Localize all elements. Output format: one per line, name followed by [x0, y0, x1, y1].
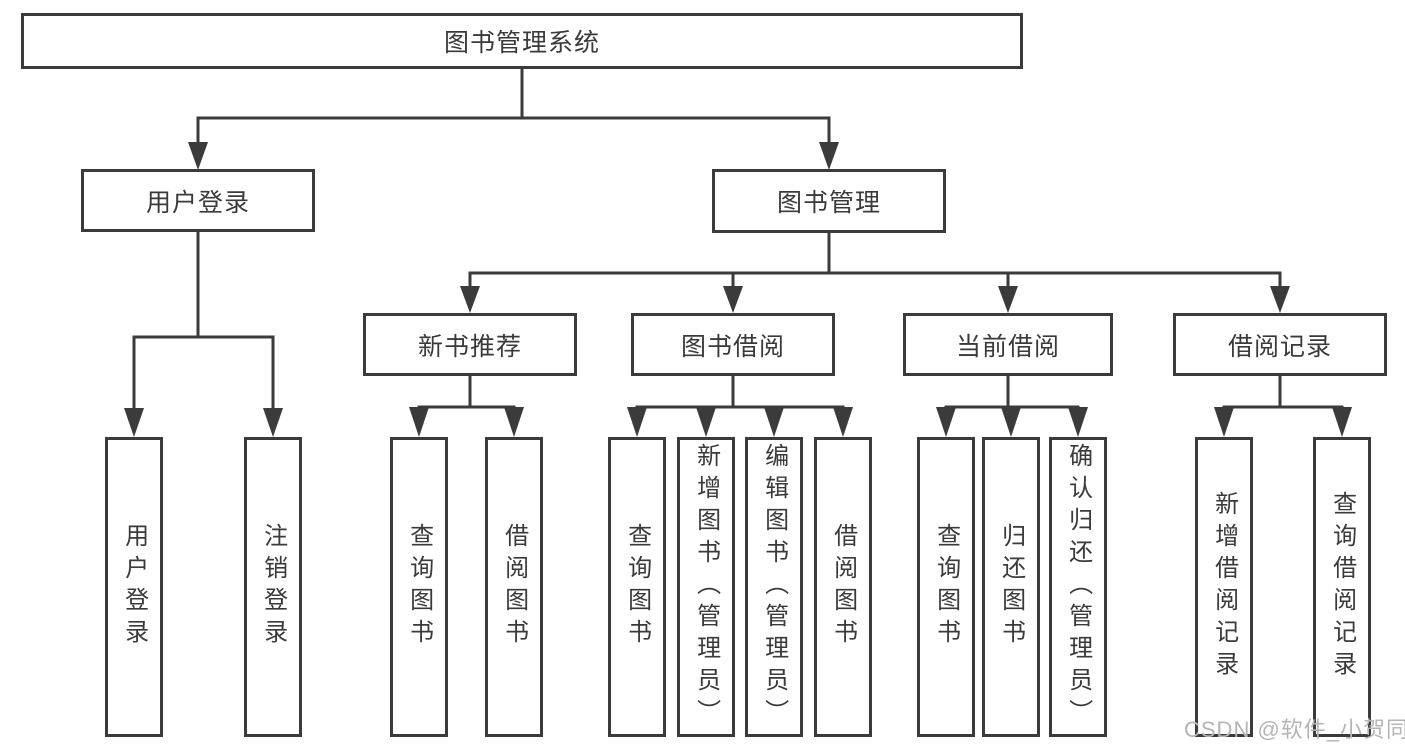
leaf-add-book-node: 新增图书（管理员）	[677, 437, 735, 737]
leaf-confirm-return-label: 确认归还（管理员）	[1064, 443, 1092, 731]
leaf-borrow-book-1-node: 借阅图书	[485, 437, 543, 737]
leaf-query-book-3-label: 查询图书	[932, 523, 960, 651]
book-borrow-label: 图书借阅	[680, 332, 785, 361]
leaf-confirm-return-node: 确认归还（管理员）	[1049, 437, 1107, 737]
leaf-borrow-book-1-label: 借阅图书	[500, 523, 528, 651]
root-node-label: 图书管理系统	[443, 29, 600, 57]
book-borrow-node: 图书借阅	[631, 313, 835, 376]
borrow-record-label: 借阅记录	[1227, 332, 1332, 361]
leaf-return-book-label: 归还图书	[997, 523, 1025, 651]
new-book-recommend-label: 新书推荐	[417, 332, 522, 361]
leaf-add-record-node: 新增借阅记录	[1195, 437, 1253, 737]
user-login-label: 用户登录	[145, 188, 250, 217]
leaf-query-book-1-node: 查询图书	[390, 437, 448, 737]
leaf-edit-book-label: 编辑图书（管理员）	[760, 443, 788, 731]
leaf-logout-node: 注销登录	[244, 437, 302, 737]
arrowheads	[124, 142, 1352, 437]
leaf-add-book-label: 新增图书（管理员）	[692, 443, 720, 731]
current-borrow-node: 当前借阅	[903, 313, 1113, 376]
leaf-return-book-node: 归还图书	[982, 437, 1040, 737]
leaf-user-login-node: 用户登录	[105, 437, 163, 737]
current-borrow-label: 当前借阅	[955, 332, 1060, 361]
leaf-borrow-book-2-label: 借阅图书	[829, 523, 857, 651]
leaf-add-record-label: 新增借阅记录	[1210, 491, 1238, 683]
leaf-query-book-3-node: 查询图书	[917, 437, 975, 737]
leaf-user-login-label: 用户登录	[120, 523, 148, 651]
leaf-query-record-node: 查询借阅记录	[1313, 437, 1371, 737]
borrow-record-node: 借阅记录	[1173, 313, 1387, 376]
book-management-label: 图书管理	[776, 189, 881, 217]
leaf-borrow-book-2-node: 借阅图书	[814, 437, 872, 737]
root-node-library-system: 图书管理系统	[21, 13, 1023, 69]
book-management-node: 图书管理	[712, 169, 946, 233]
leaf-query-book-2-node: 查询图书	[608, 437, 666, 737]
leaf-query-record-label: 查询借阅记录	[1328, 491, 1356, 683]
leaf-query-book-2-label: 查询图书	[623, 523, 651, 651]
leaf-query-book-1-label: 查询图书	[405, 523, 433, 651]
new-book-recommend-node: 新书推荐	[363, 313, 577, 376]
leaf-logout-label: 注销登录	[259, 523, 287, 651]
user-login-node: 用户登录	[81, 169, 315, 232]
leaf-edit-book-node: 编辑图书（管理员）	[745, 437, 803, 737]
csdn-watermark: CSDN @软件_小贺同学	[1184, 717, 1405, 742]
